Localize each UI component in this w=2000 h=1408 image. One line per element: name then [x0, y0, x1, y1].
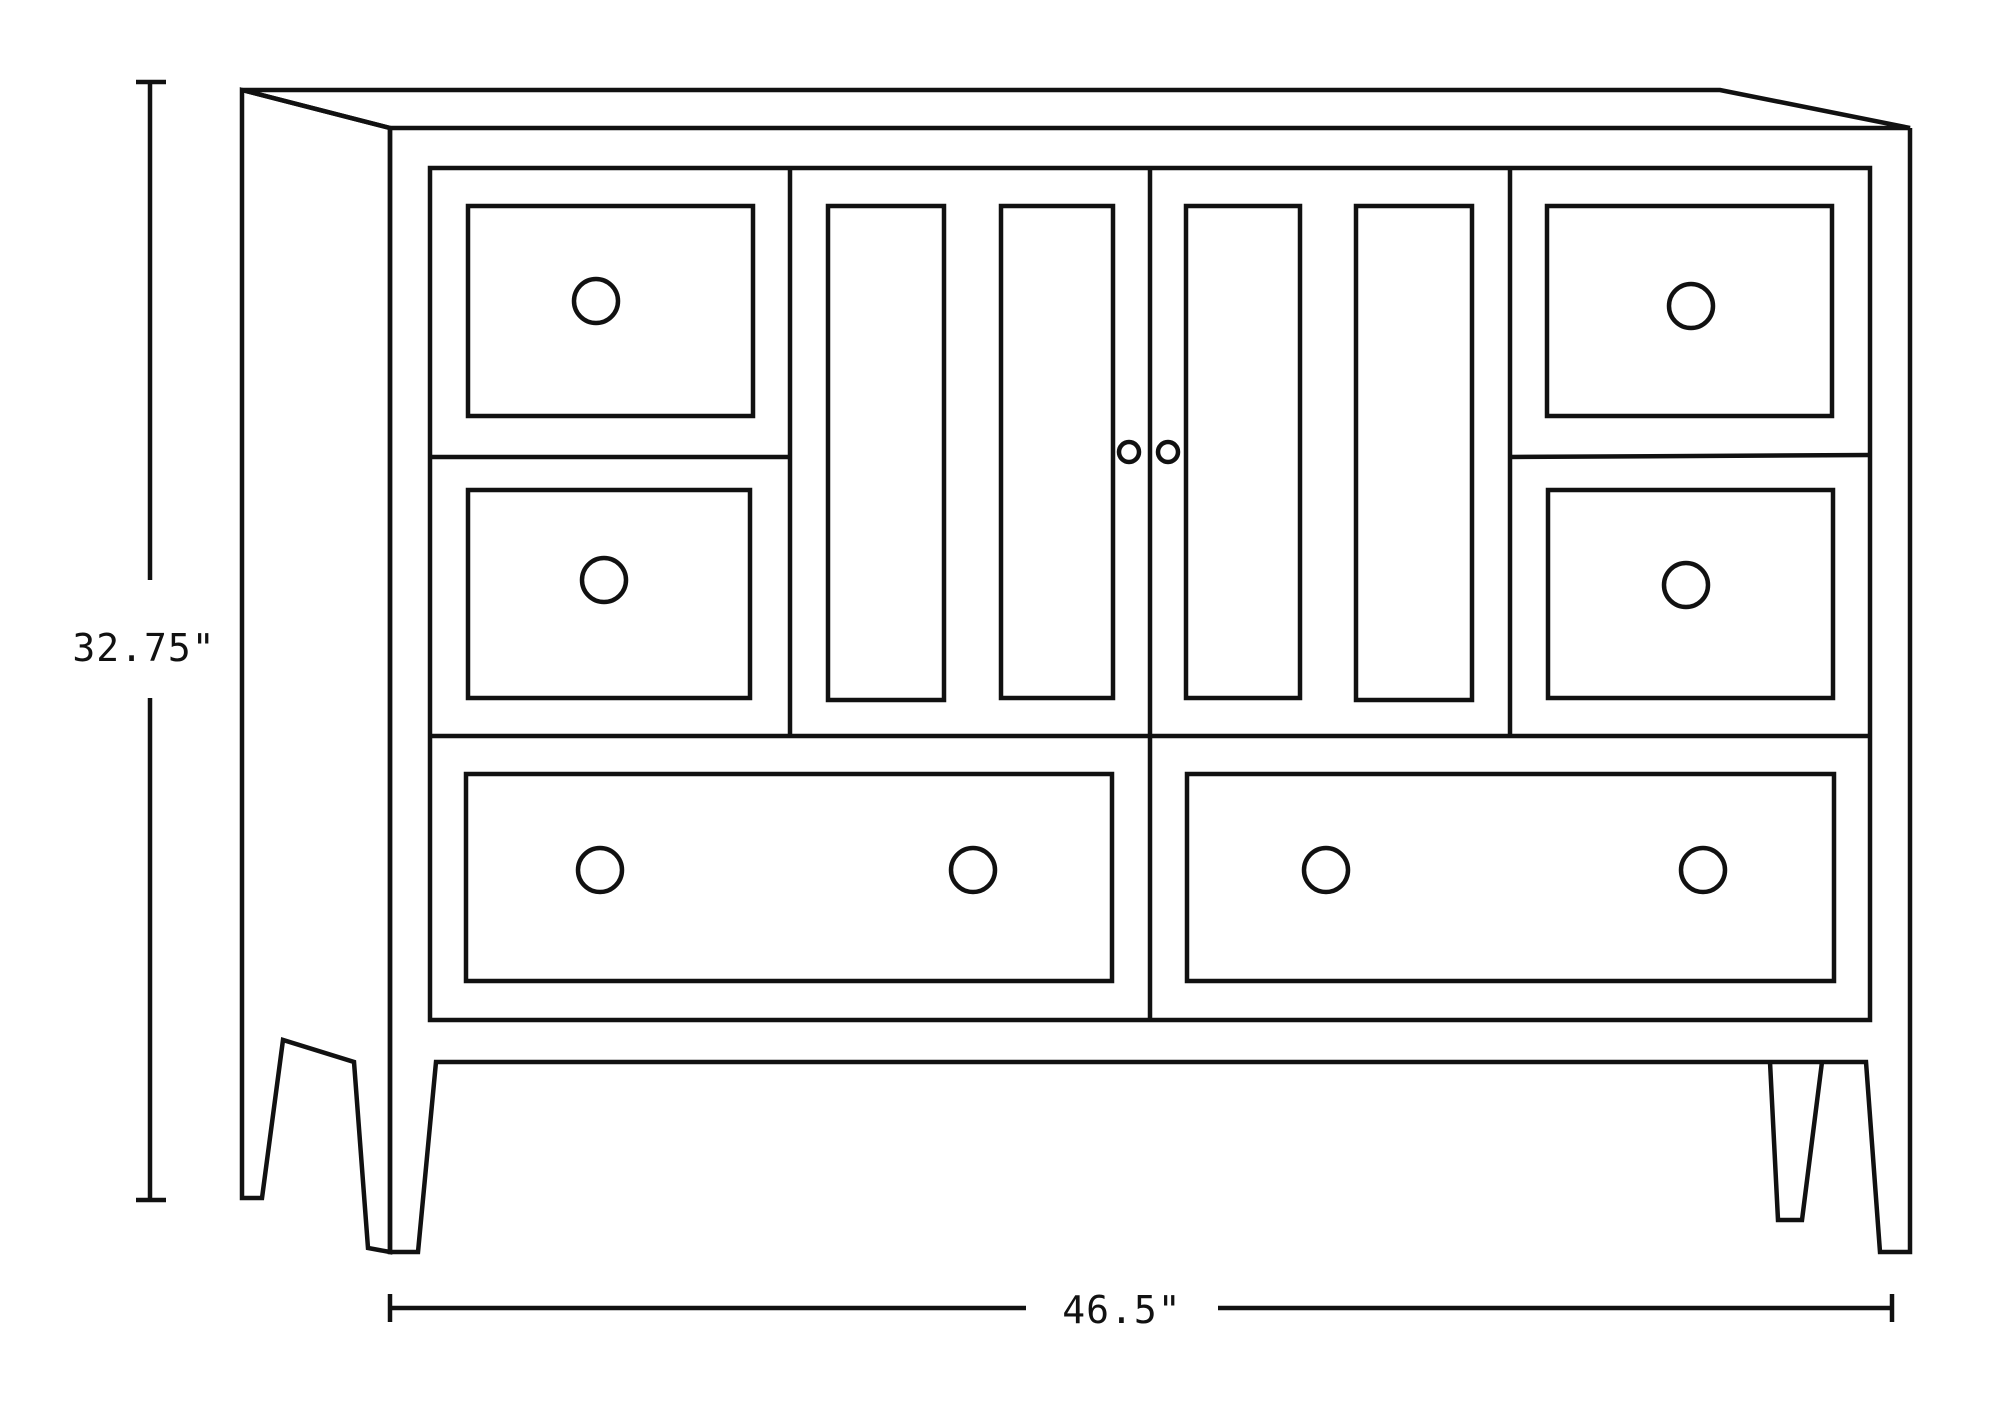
center-door-right[interactable]	[1155, 203, 1475, 703]
drawer-knob-icon	[1666, 281, 1716, 331]
frame-dividers	[430, 168, 1871, 1020]
center-door-left[interactable]	[825, 203, 1142, 703]
door-panel	[998, 203, 1116, 701]
door-panel	[1183, 203, 1303, 701]
height-dimension-label: 32.75"	[72, 626, 215, 670]
cabinet-top	[241, 87, 1911, 131]
height-dimension: 32.75"	[72, 79, 215, 1203]
bottom-drawer-right[interactable]	[1184, 771, 1837, 984]
door-panel	[1353, 203, 1475, 703]
door-knob-icon	[1155, 439, 1181, 465]
door-knob-icon	[1116, 439, 1142, 465]
width-dimension-label: 46.5"	[1062, 1288, 1181, 1332]
left-upper-drawer-1[interactable]	[465, 203, 756, 419]
right-upper-drawer-1[interactable]	[1544, 203, 1835, 419]
bottom-drawer-left[interactable]	[463, 771, 1115, 984]
drawer-knob-icon	[575, 845, 625, 895]
drawer-knob-icon	[948, 845, 998, 895]
drawer-knob-icon	[579, 555, 629, 605]
drawer-knob-icon	[571, 276, 621, 326]
drawer-knob-icon	[1301, 845, 1351, 895]
left-upper-drawer-2[interactable]	[465, 487, 753, 701]
right-upper-drawer-2[interactable]	[1545, 487, 1836, 701]
right-rear-leg	[1767, 1061, 1825, 1223]
width-dimension: 46.5"	[387, 1288, 1895, 1332]
drawer-knob-icon	[1678, 845, 1728, 895]
left-side-panel	[239, 87, 393, 1255]
door-panel	[825, 203, 947, 703]
drawer-knob-icon	[1661, 560, 1711, 610]
